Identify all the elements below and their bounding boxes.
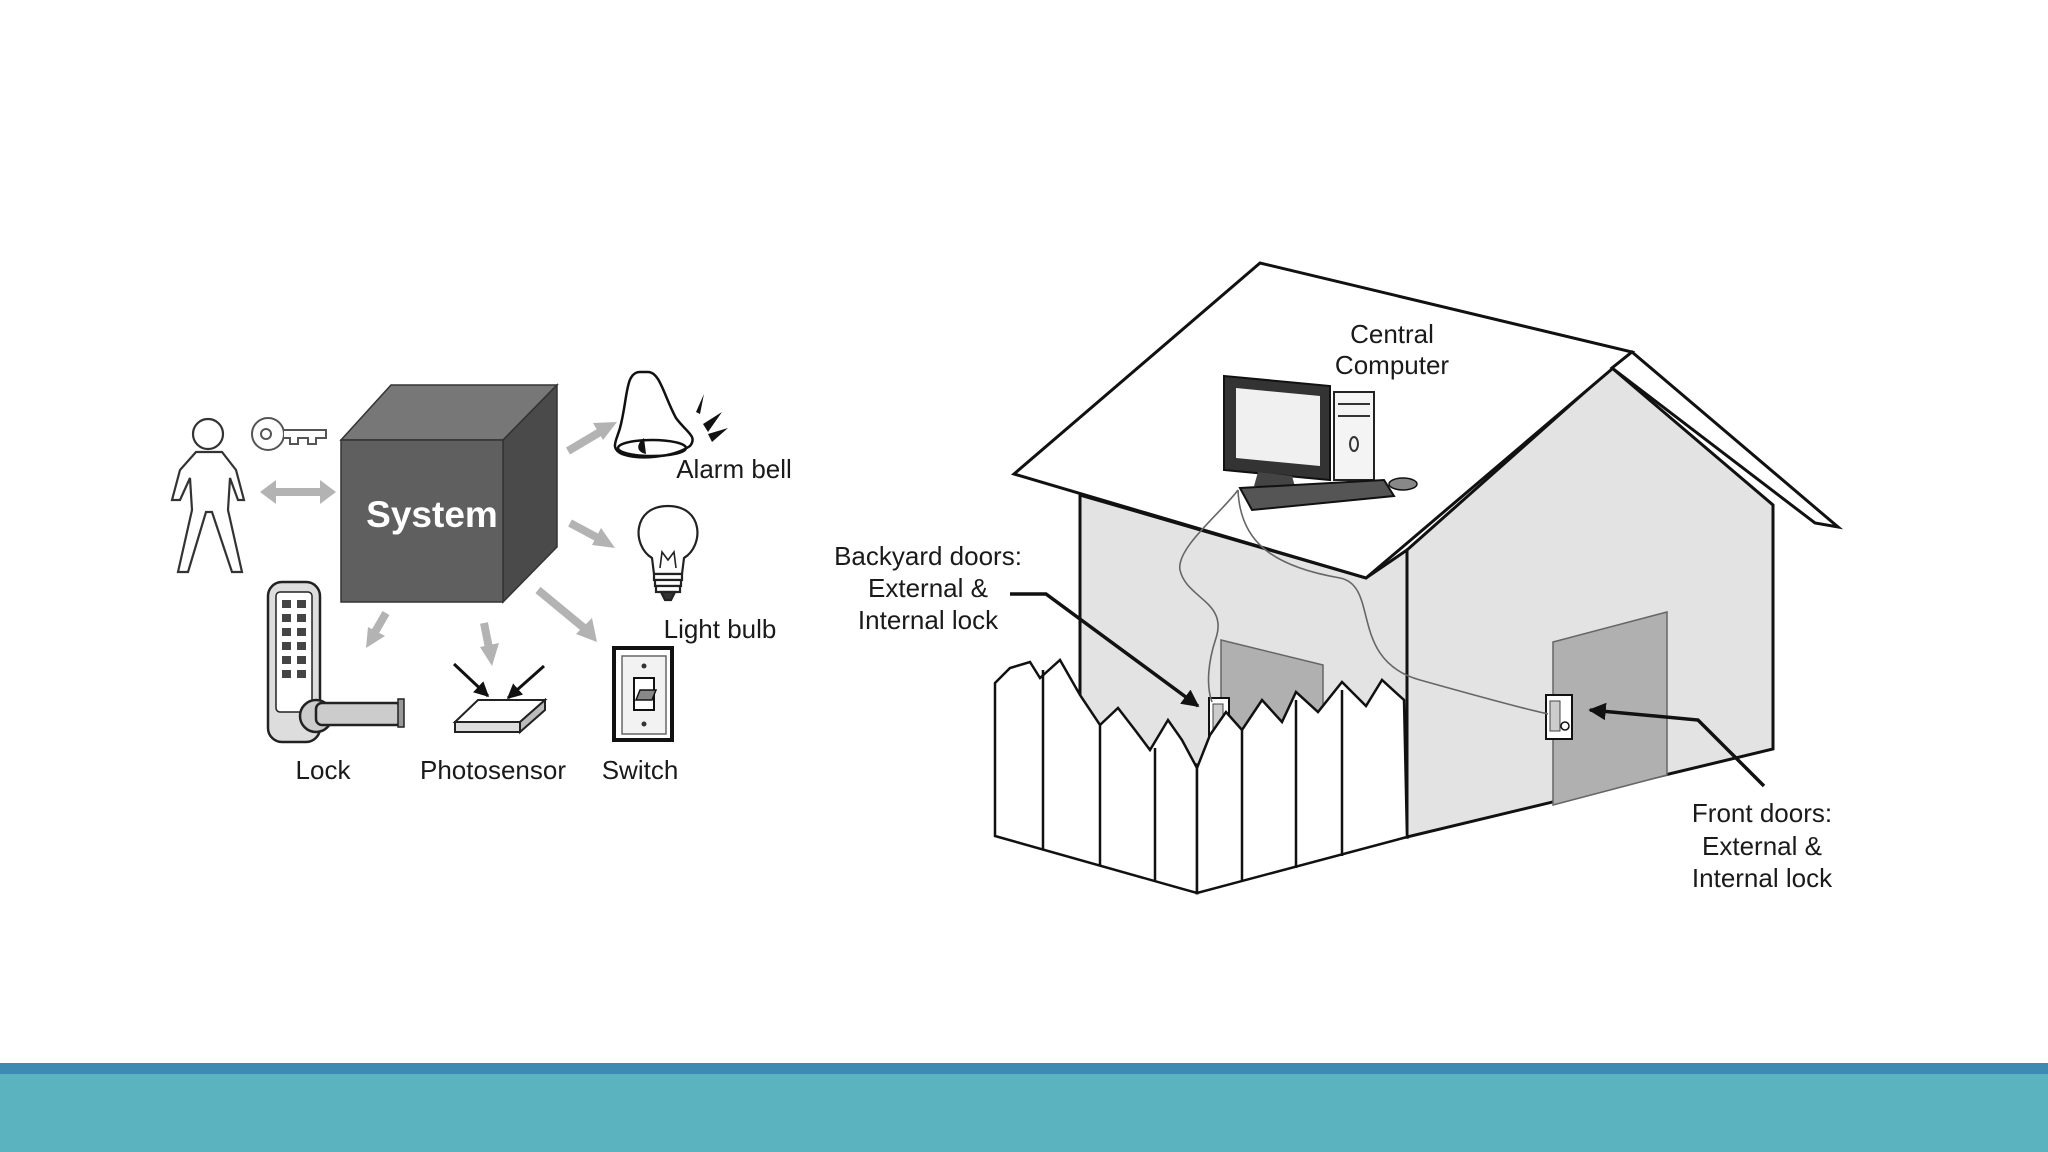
house-diagram: Central Computer Backyard doors: Externa…: [834, 261, 1844, 895]
system-output-arrows: [366, 422, 617, 666]
computer-wires: [1179, 489, 1549, 715]
switch-label: Switch: [602, 755, 679, 785]
front-label-line3: Internal lock: [1692, 863, 1833, 893]
lightbulb-icon: [637, 504, 699, 602]
system-box: System: [339, 383, 559, 604]
bell-icon: [613, 370, 728, 459]
front-lock-box: [1545, 694, 1573, 740]
backyard-label-line2: External &: [868, 573, 988, 603]
desktop-computer-icon: [1223, 374, 1418, 512]
lock-label: Lock: [296, 755, 352, 785]
wall-switch-icon: [612, 646, 674, 742]
roof-right-slope: [1609, 350, 1844, 530]
lock-pointer-arrows: [1010, 592, 1766, 788]
picket-fence: [993, 658, 1409, 895]
alarm-bell-label: Alarm bell: [676, 454, 792, 484]
footer-band: [0, 1074, 2048, 1152]
front-door: [1552, 611, 1668, 806]
keypad-lock-icon: [266, 580, 405, 744]
key-icon: [251, 417, 327, 451]
system-diagram: System: [170, 370, 792, 785]
person-system-arrow: [260, 480, 336, 504]
computer-label-line2: Computer: [1335, 350, 1449, 380]
front-label-line1: Front doors:: [1692, 798, 1832, 828]
photosensor-label: Photosensor: [420, 755, 566, 785]
backyard-label-line1: Backyard doors:: [834, 541, 1022, 571]
system-label: System: [366, 494, 498, 535]
computer-label-line1: Central: [1350, 319, 1434, 349]
photosensor-icon: [452, 662, 548, 735]
backyard-label-line3: Internal lock: [858, 605, 999, 635]
footer-accent-line: [0, 1063, 2048, 1074]
light-bulb-label: Light bulb: [664, 614, 777, 644]
front-label-line2: External &: [1702, 831, 1822, 861]
person-icon: [170, 417, 246, 574]
